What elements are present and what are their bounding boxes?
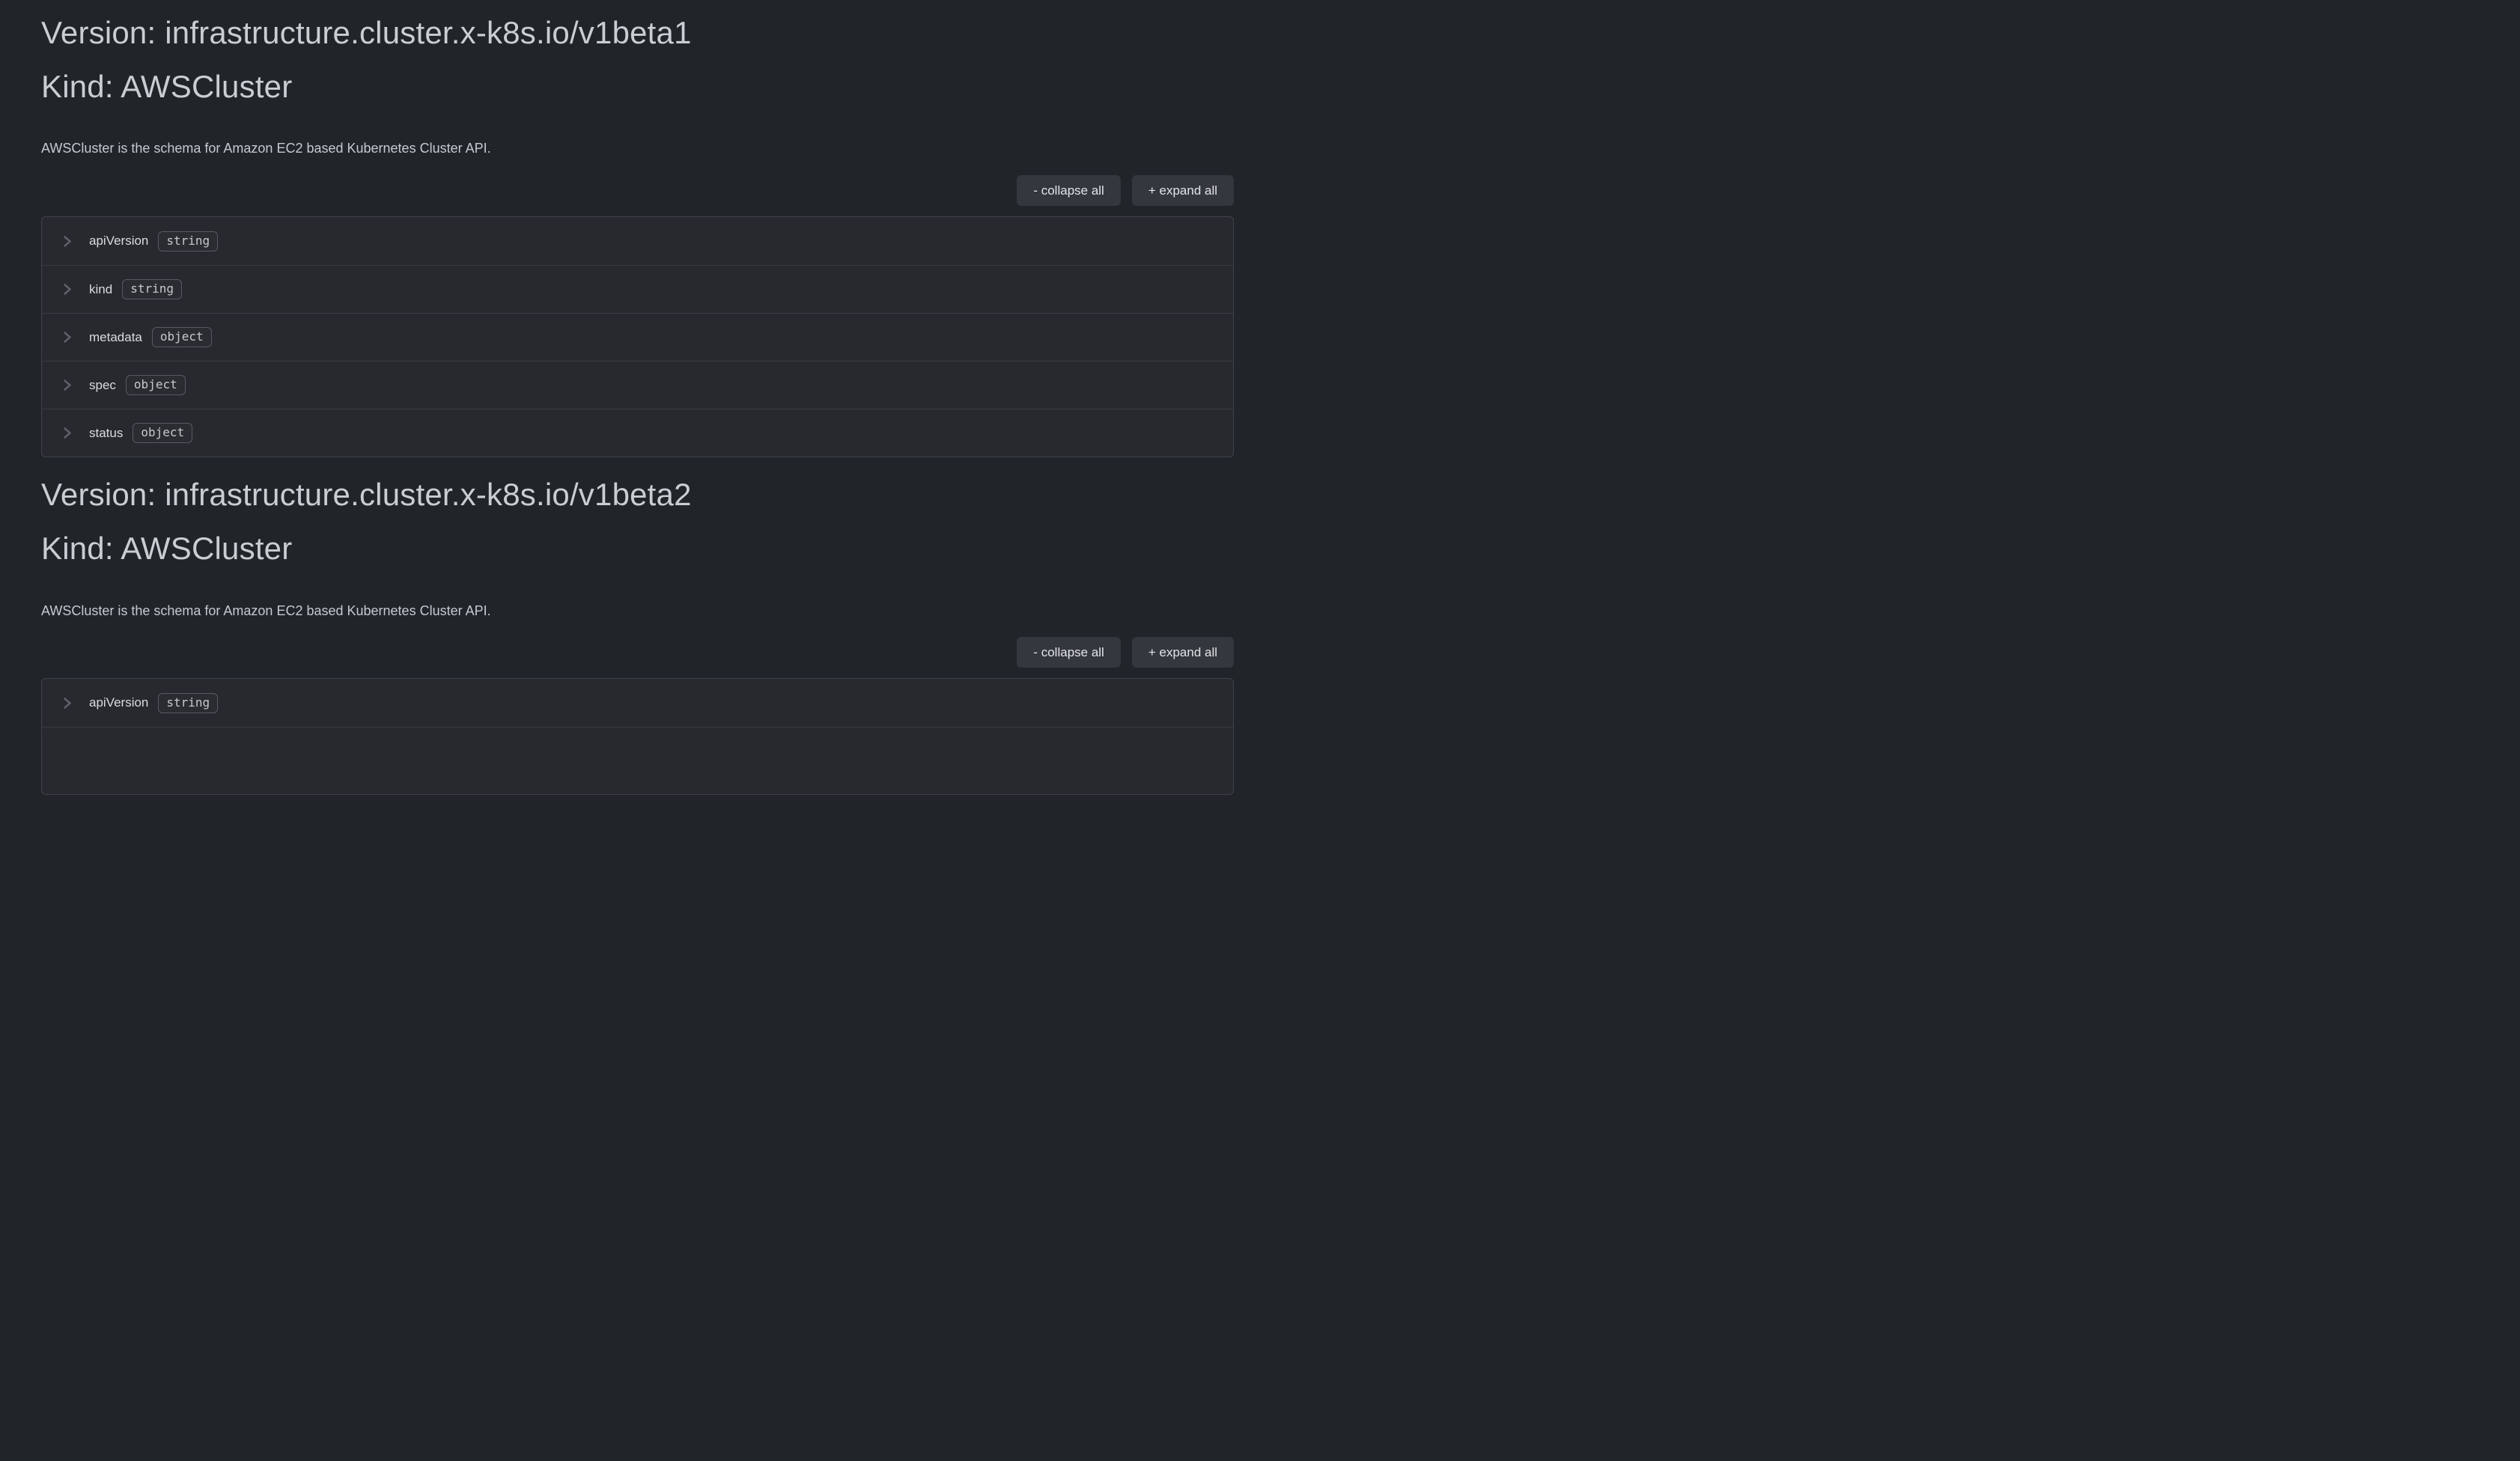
chevron-right-icon[interactable] [62, 427, 73, 439]
chevron-right-icon[interactable] [62, 697, 73, 710]
kind-heading: Kind: AWSCluster [41, 531, 293, 567]
expand-controls: - collapse all + expand all [41, 175, 1234, 207]
collapse-all-button[interactable]: - collapse all [1017, 637, 1121, 668]
expand-controls: - collapse all + expand all [41, 637, 1234, 668]
property-row[interactable]: apiVersion string [42, 679, 1233, 727]
properties-panel: apiVersion string kind string [41, 216, 1234, 458]
property-type-badge: object [125, 375, 186, 396]
property-name: spec [89, 377, 116, 392]
property-type-badge: string [158, 692, 219, 713]
property-row[interactable]: spec object [42, 361, 1233, 409]
property-type-badge: object [133, 423, 193, 444]
version-heading: Version: infrastructure.cluster.x-k8s.io… [41, 15, 692, 50]
property-type-badge: string [122, 279, 182, 300]
property-type-badge: string [158, 231, 219, 251]
properties-panel: apiVersion string [41, 678, 1234, 796]
property-name: kind [89, 281, 113, 296]
kind-heading: Kind: AWSCluster [41, 69, 293, 105]
property-row[interactable]: apiVersion string [42, 217, 1233, 265]
chevron-right-icon[interactable] [62, 235, 73, 248]
property-name: apiVersion [89, 695, 149, 710]
property-type-badge: object [151, 327, 212, 348]
crd-reference-page: Version: infrastructure.cluster.x-k8s.io… [0, 0, 1260, 796]
chevron-right-icon[interactable] [62, 331, 73, 344]
section-v1beta1: Version: infrastructure.cluster.x-k8s.io… [41, 13, 1234, 458]
property-row[interactable]: status object [42, 409, 1233, 457]
expand-all-button[interactable]: + expand all [1131, 637, 1234, 668]
property-row[interactable]: kind string [42, 265, 1233, 313]
chevron-right-icon[interactable] [62, 283, 73, 296]
property-name: status [89, 425, 124, 440]
next-row-cut-off [42, 727, 1233, 794]
crd-description: AWSCluster is the schema for Amazon EC2 … [41, 141, 491, 156]
chevron-right-icon[interactable] [62, 379, 73, 391]
crd-description: AWSCluster is the schema for Amazon EC2 … [41, 603, 491, 618]
property-name: apiVersion [89, 234, 149, 248]
version-heading: Version: infrastructure.cluster.x-k8s.io… [41, 477, 692, 513]
collapse-all-button[interactable]: - collapse all [1017, 175, 1121, 207]
property-name: metadata [89, 329, 142, 344]
property-row[interactable]: metadata object [42, 313, 1233, 361]
section-v1beta2: Version: infrastructure.cluster.x-k8s.io… [41, 475, 1234, 796]
expand-all-button[interactable]: + expand all [1131, 175, 1234, 207]
